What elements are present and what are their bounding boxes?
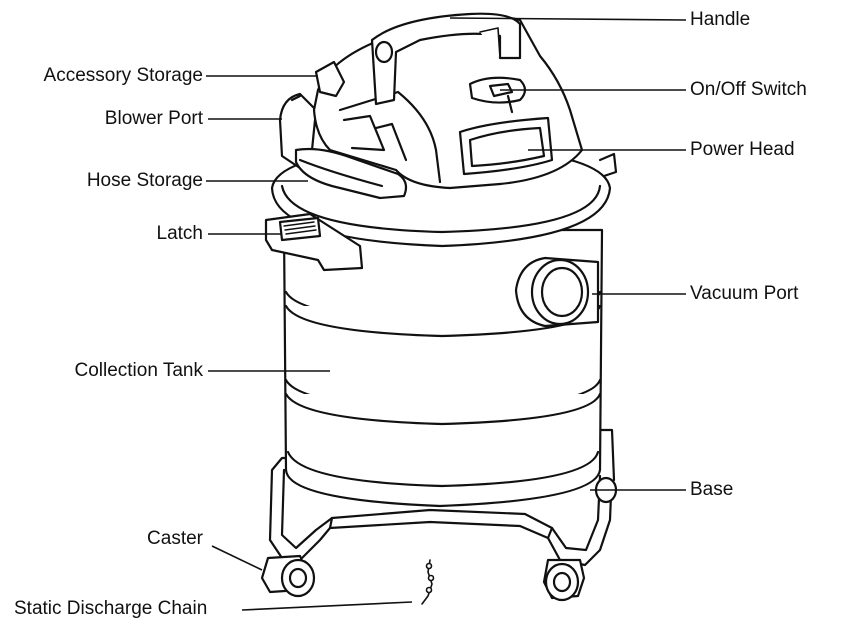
vacuum-port-shape	[514, 256, 600, 328]
power-head-panel-shape	[458, 116, 554, 176]
accessory-storage-shape	[314, 60, 346, 98]
label-handle: Handle	[690, 9, 751, 30]
handle-shape	[370, 12, 522, 106]
leader-handle	[449, 17, 687, 21]
static-discharge-chain-shape	[421, 559, 435, 605]
label-blower-port: Blower Port	[104, 108, 203, 129]
latch-shape	[264, 212, 364, 272]
on-off-switch-shape	[468, 76, 527, 114]
caster-right	[542, 558, 586, 602]
label-accessory-storage: Accessory Storage	[43, 65, 203, 86]
label-latch: Latch	[156, 223, 203, 244]
label-vacuum-port: Vacuum Port	[690, 283, 799, 304]
label-hose-storage: Hose Storage	[86, 170, 203, 191]
label-caster: Caster	[147, 528, 203, 549]
label-on-off-switch: On/Off Switch	[690, 79, 807, 100]
label-static-discharge-chain: Static Discharge Chain	[14, 598, 208, 619]
leader-static-discharge-chain	[241, 601, 413, 611]
label-base: Base	[690, 479, 734, 500]
label-collection-tank: Collection Tank	[74, 360, 203, 381]
caster-left	[260, 554, 316, 598]
leader-caster	[211, 545, 263, 571]
leader-lines	[206, 17, 687, 611]
hose-storage-shape	[294, 147, 408, 200]
label-power-head: Power Head	[690, 139, 795, 160]
